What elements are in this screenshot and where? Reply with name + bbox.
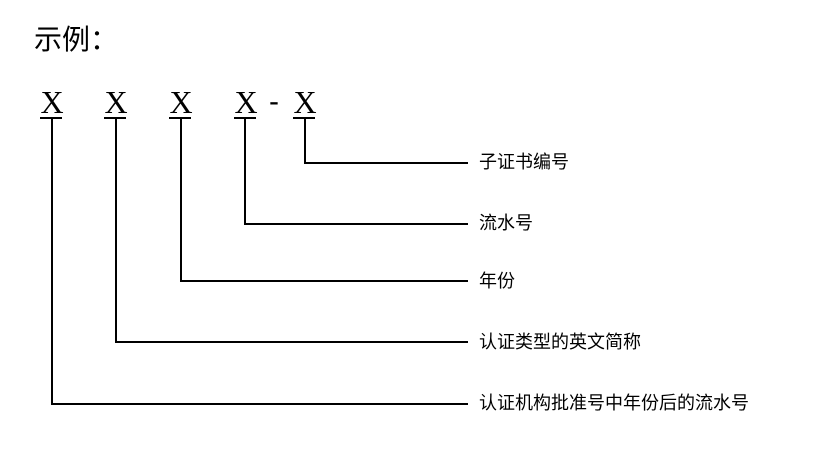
connector-vertical-5 bbox=[304, 119, 306, 164]
code-underline-5 bbox=[293, 117, 315, 119]
label-serial-number: 流水号 bbox=[479, 213, 533, 234]
connector-vertical-3 bbox=[180, 119, 182, 282]
connector-vertical-1 bbox=[51, 119, 53, 405]
code-underline-4 bbox=[234, 117, 256, 119]
code-char-3: X bbox=[169, 84, 193, 120]
connector-vertical-4 bbox=[244, 119, 246, 225]
label-sub-certificate-number: 子证书编号 bbox=[479, 152, 569, 173]
connector-horizontal-5 bbox=[304, 162, 468, 164]
code-underline-2 bbox=[104, 117, 126, 119]
label-approval-number-serial: 认证机构批准号中年份后的流水号 bbox=[479, 393, 749, 414]
connector-vertical-2 bbox=[115, 119, 117, 343]
code-underline-1 bbox=[40, 117, 62, 119]
example-title: 示例： bbox=[34, 23, 119, 56]
label-certification-type-abbreviation: 认证类型的英文简称 bbox=[479, 332, 641, 353]
code-char-5: X bbox=[293, 84, 317, 120]
code-char-2: X bbox=[104, 84, 128, 120]
connector-horizontal-3 bbox=[180, 280, 468, 282]
connector-horizontal-4 bbox=[244, 223, 468, 225]
code-underline-3 bbox=[169, 117, 191, 119]
code-char-4: X bbox=[234, 84, 258, 120]
connector-horizontal-2 bbox=[115, 341, 468, 343]
label-year: 年份 bbox=[479, 271, 515, 292]
code-separator: - bbox=[269, 85, 279, 118]
connector-horizontal-1 bbox=[51, 403, 468, 405]
code-char-1: X bbox=[40, 84, 64, 120]
